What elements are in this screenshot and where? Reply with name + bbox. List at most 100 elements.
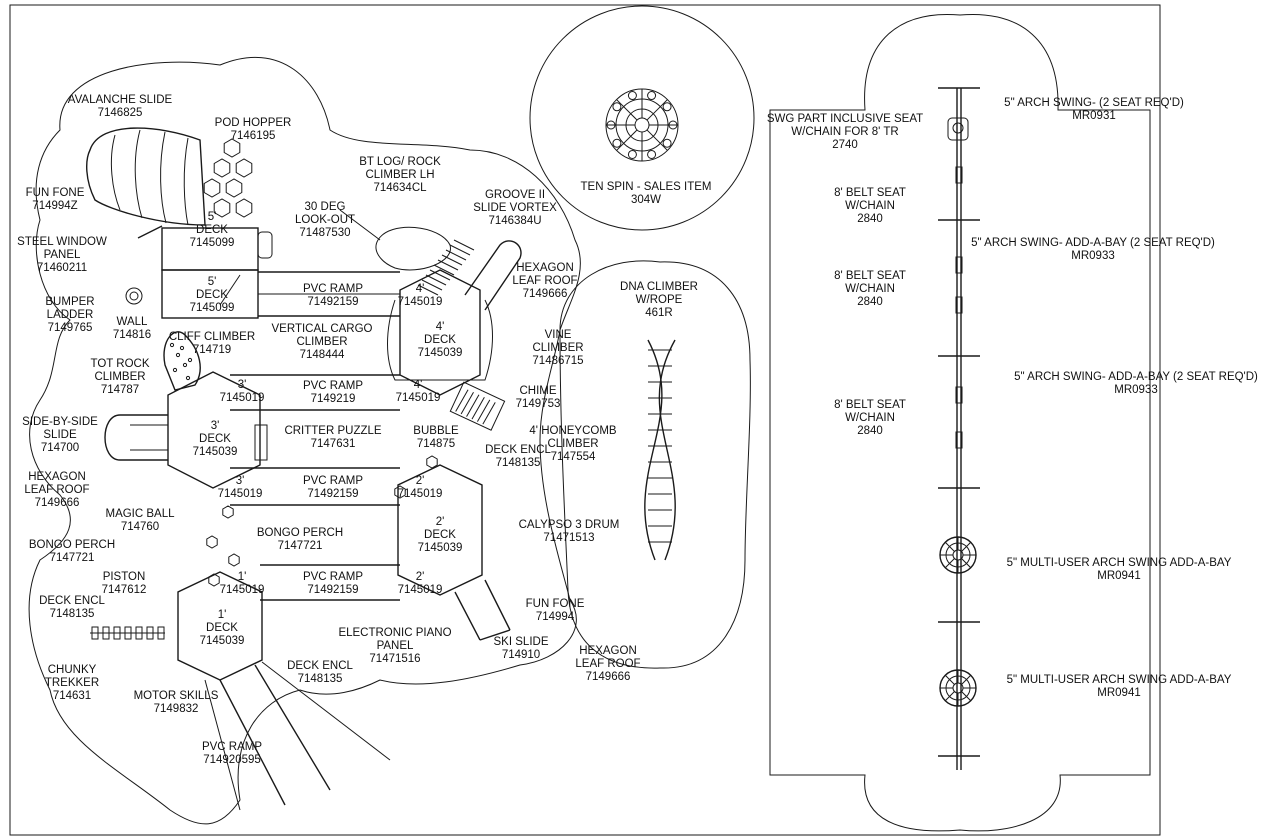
svg-text:304W: 304W [631, 194, 661, 206]
svg-text:714634CL: 714634CL [373, 182, 427, 194]
chime-icon [449, 381, 506, 431]
svg-text:7145019: 7145019 [396, 392, 441, 404]
svg-text:DECK: DECK [196, 289, 228, 301]
pvc-ramp-2 [230, 374, 400, 411]
svg-text:71487530: 71487530 [299, 227, 350, 239]
svg-text:2': 2' [416, 475, 425, 487]
svg-text:71492159: 71492159 [307, 488, 358, 500]
svg-text:5" ARCH SWING- ADD-A-BAY (2 SE: 5" ARCH SWING- ADD-A-BAY (2 SEAT REQ'D) [971, 237, 1215, 249]
svg-text:HEXAGON: HEXAGON [516, 262, 574, 274]
pvc-ramp-1 [258, 271, 400, 317]
svg-text:DECK ENCL: DECK ENCL [485, 444, 551, 456]
svg-text:W/CHAIN: W/CHAIN [845, 283, 895, 295]
svg-text:7145099: 7145099 [190, 237, 235, 249]
main-play-area-boundary [28, 56, 581, 825]
tot-rock-climber [163, 331, 201, 391]
svg-text:WALL: WALL [117, 316, 148, 328]
svg-text:7149832: 7149832 [154, 703, 199, 715]
svg-text:HEXAGON: HEXAGON [28, 471, 86, 483]
svg-text:PANEL: PANEL [377, 640, 414, 652]
inclusive-seat-icon [947, 117, 969, 141]
svg-text:DECK: DECK [196, 224, 228, 236]
deck-3-hex [167, 371, 261, 489]
svg-text:7147612: 7147612 [102, 584, 147, 596]
svg-text:DECK: DECK [206, 622, 238, 634]
svg-text:2840: 2840 [857, 425, 883, 437]
swing-area-boundary [769, 13, 1151, 832]
label-arch-swing-1: 5" ARCH SWING- (2 SEAT REQ'D)MR0931 [1004, 97, 1184, 122]
svg-text:CHUNKY: CHUNKY [48, 664, 97, 676]
label-deck3a: 3'7145019 [220, 379, 265, 404]
svg-text:BONGO PERCH: BONGO PERCH [257, 527, 343, 539]
svg-text:W/ROPE: W/ROPE [636, 294, 683, 306]
svg-text:7145019: 7145019 [398, 584, 443, 596]
chunky-trekker [90, 626, 165, 640]
svg-text:461R: 461R [645, 307, 673, 319]
svg-text:8' BELT SEAT: 8' BELT SEAT [834, 399, 906, 411]
svg-text:3': 3' [238, 379, 247, 391]
svg-text:CLIMBER: CLIMBER [94, 371, 145, 383]
svg-text:7147721: 7147721 [278, 540, 323, 552]
svg-text:MR0931: MR0931 [1072, 110, 1115, 122]
avalanche-slide [86, 127, 206, 226]
svg-text:CHIME: CHIME [519, 385, 556, 397]
svg-text:FUN FONE: FUN FONE [526, 598, 585, 610]
svg-text:2740: 2740 [832, 139, 858, 151]
svg-text:STEEL WINDOW: STEEL WINDOW [17, 236, 107, 248]
svg-text:7149219: 7149219 [311, 393, 356, 405]
svg-text:PVC RAMP: PVC RAMP [303, 571, 363, 583]
deck-2-hex [397, 464, 483, 596]
svg-text:SIDE-BY-SIDE: SIDE-BY-SIDE [22, 416, 98, 428]
svg-text:PVC RAMP: PVC RAMP [303, 283, 363, 295]
multi-user-swing-1 [939, 536, 977, 574]
svg-text:HEXAGON: HEXAGON [579, 645, 637, 657]
deck-4-hex [399, 269, 481, 396]
hex-leaf-roof-1 [387, 299, 493, 381]
svg-text:7145039: 7145039 [418, 542, 463, 554]
pvc-ramp-3 [230, 467, 400, 506]
label-deck1a: 1'7145019 [220, 571, 265, 596]
svg-text:7145019: 7145019 [220, 584, 265, 596]
svg-text:2840: 2840 [857, 296, 883, 308]
svg-text:ELECTRONIC PIANO: ELECTRONIC PIANO [338, 627, 451, 639]
svg-text:71471513: 71471513 [543, 532, 594, 544]
label-arch-swing-3: 5" ARCH SWING- ADD-A-BAY (2 SEAT REQ'D)M… [1014, 371, 1258, 396]
side-by-side-slide [104, 414, 168, 461]
svg-text:7149765: 7149765 [48, 322, 93, 334]
svg-text:71460211: 71460211 [37, 262, 87, 274]
svg-text:LEAF ROOF: LEAF ROOF [512, 275, 577, 287]
svg-text:2': 2' [436, 516, 445, 528]
svg-text:W/CHAIN: W/CHAIN [845, 412, 895, 424]
svg-text:7145019: 7145019 [220, 392, 265, 404]
pvc-ramp-4 [260, 564, 400, 601]
slide-vortex [417, 239, 475, 296]
belt-seats [955, 166, 963, 449]
